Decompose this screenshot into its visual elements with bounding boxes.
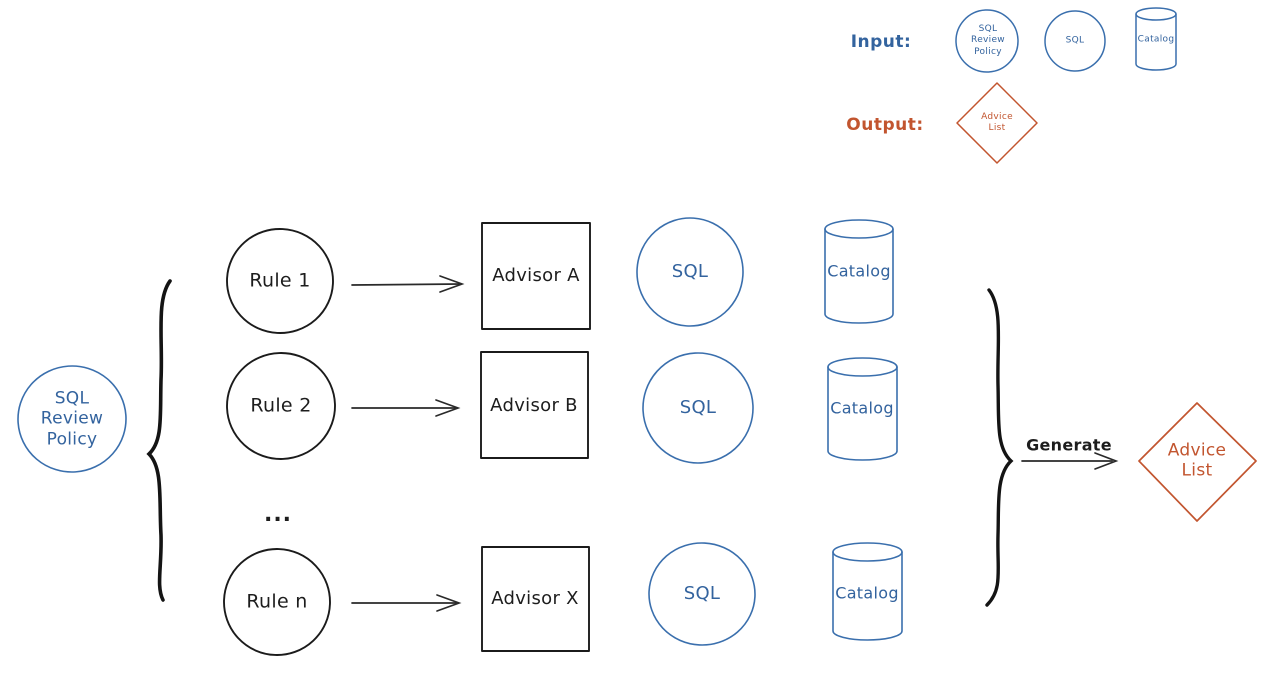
arrow-rulen-advisorX — [351, 594, 462, 612]
rule-n-circle — [223, 548, 331, 656]
output-advice-diamond — [1138, 402, 1257, 522]
arrow-generate — [1021, 452, 1119, 470]
right-brace — [985, 288, 1014, 607]
legend-output-diamond — [956, 82, 1038, 164]
sql-circle-row2 — [642, 352, 754, 464]
catalog-cylinder-row1 — [824, 219, 894, 324]
left-brace — [146, 279, 172, 602]
source-policy-circle — [17, 365, 127, 473]
sql-circle-row1 — [636, 217, 744, 327]
advisor-a-box — [481, 222, 591, 330]
rule-2-circle — [226, 352, 336, 460]
catalog-cylinder-row3 — [832, 542, 903, 641]
advisor-b-box — [480, 351, 589, 459]
arrow-rule2-advisorB — [351, 399, 461, 417]
legend-input-sql-circle — [1044, 10, 1106, 72]
arrow-rule1-advisorA — [351, 275, 465, 293]
catalog-cylinder-row2 — [827, 357, 898, 461]
sql-circle-row3 — [648, 542, 756, 646]
advisor-x-box — [481, 546, 590, 652]
legend-input-catalog-cylinder — [1135, 7, 1177, 71]
legend-input-policy-circle — [955, 9, 1019, 73]
rule-1-circle — [226, 228, 334, 334]
